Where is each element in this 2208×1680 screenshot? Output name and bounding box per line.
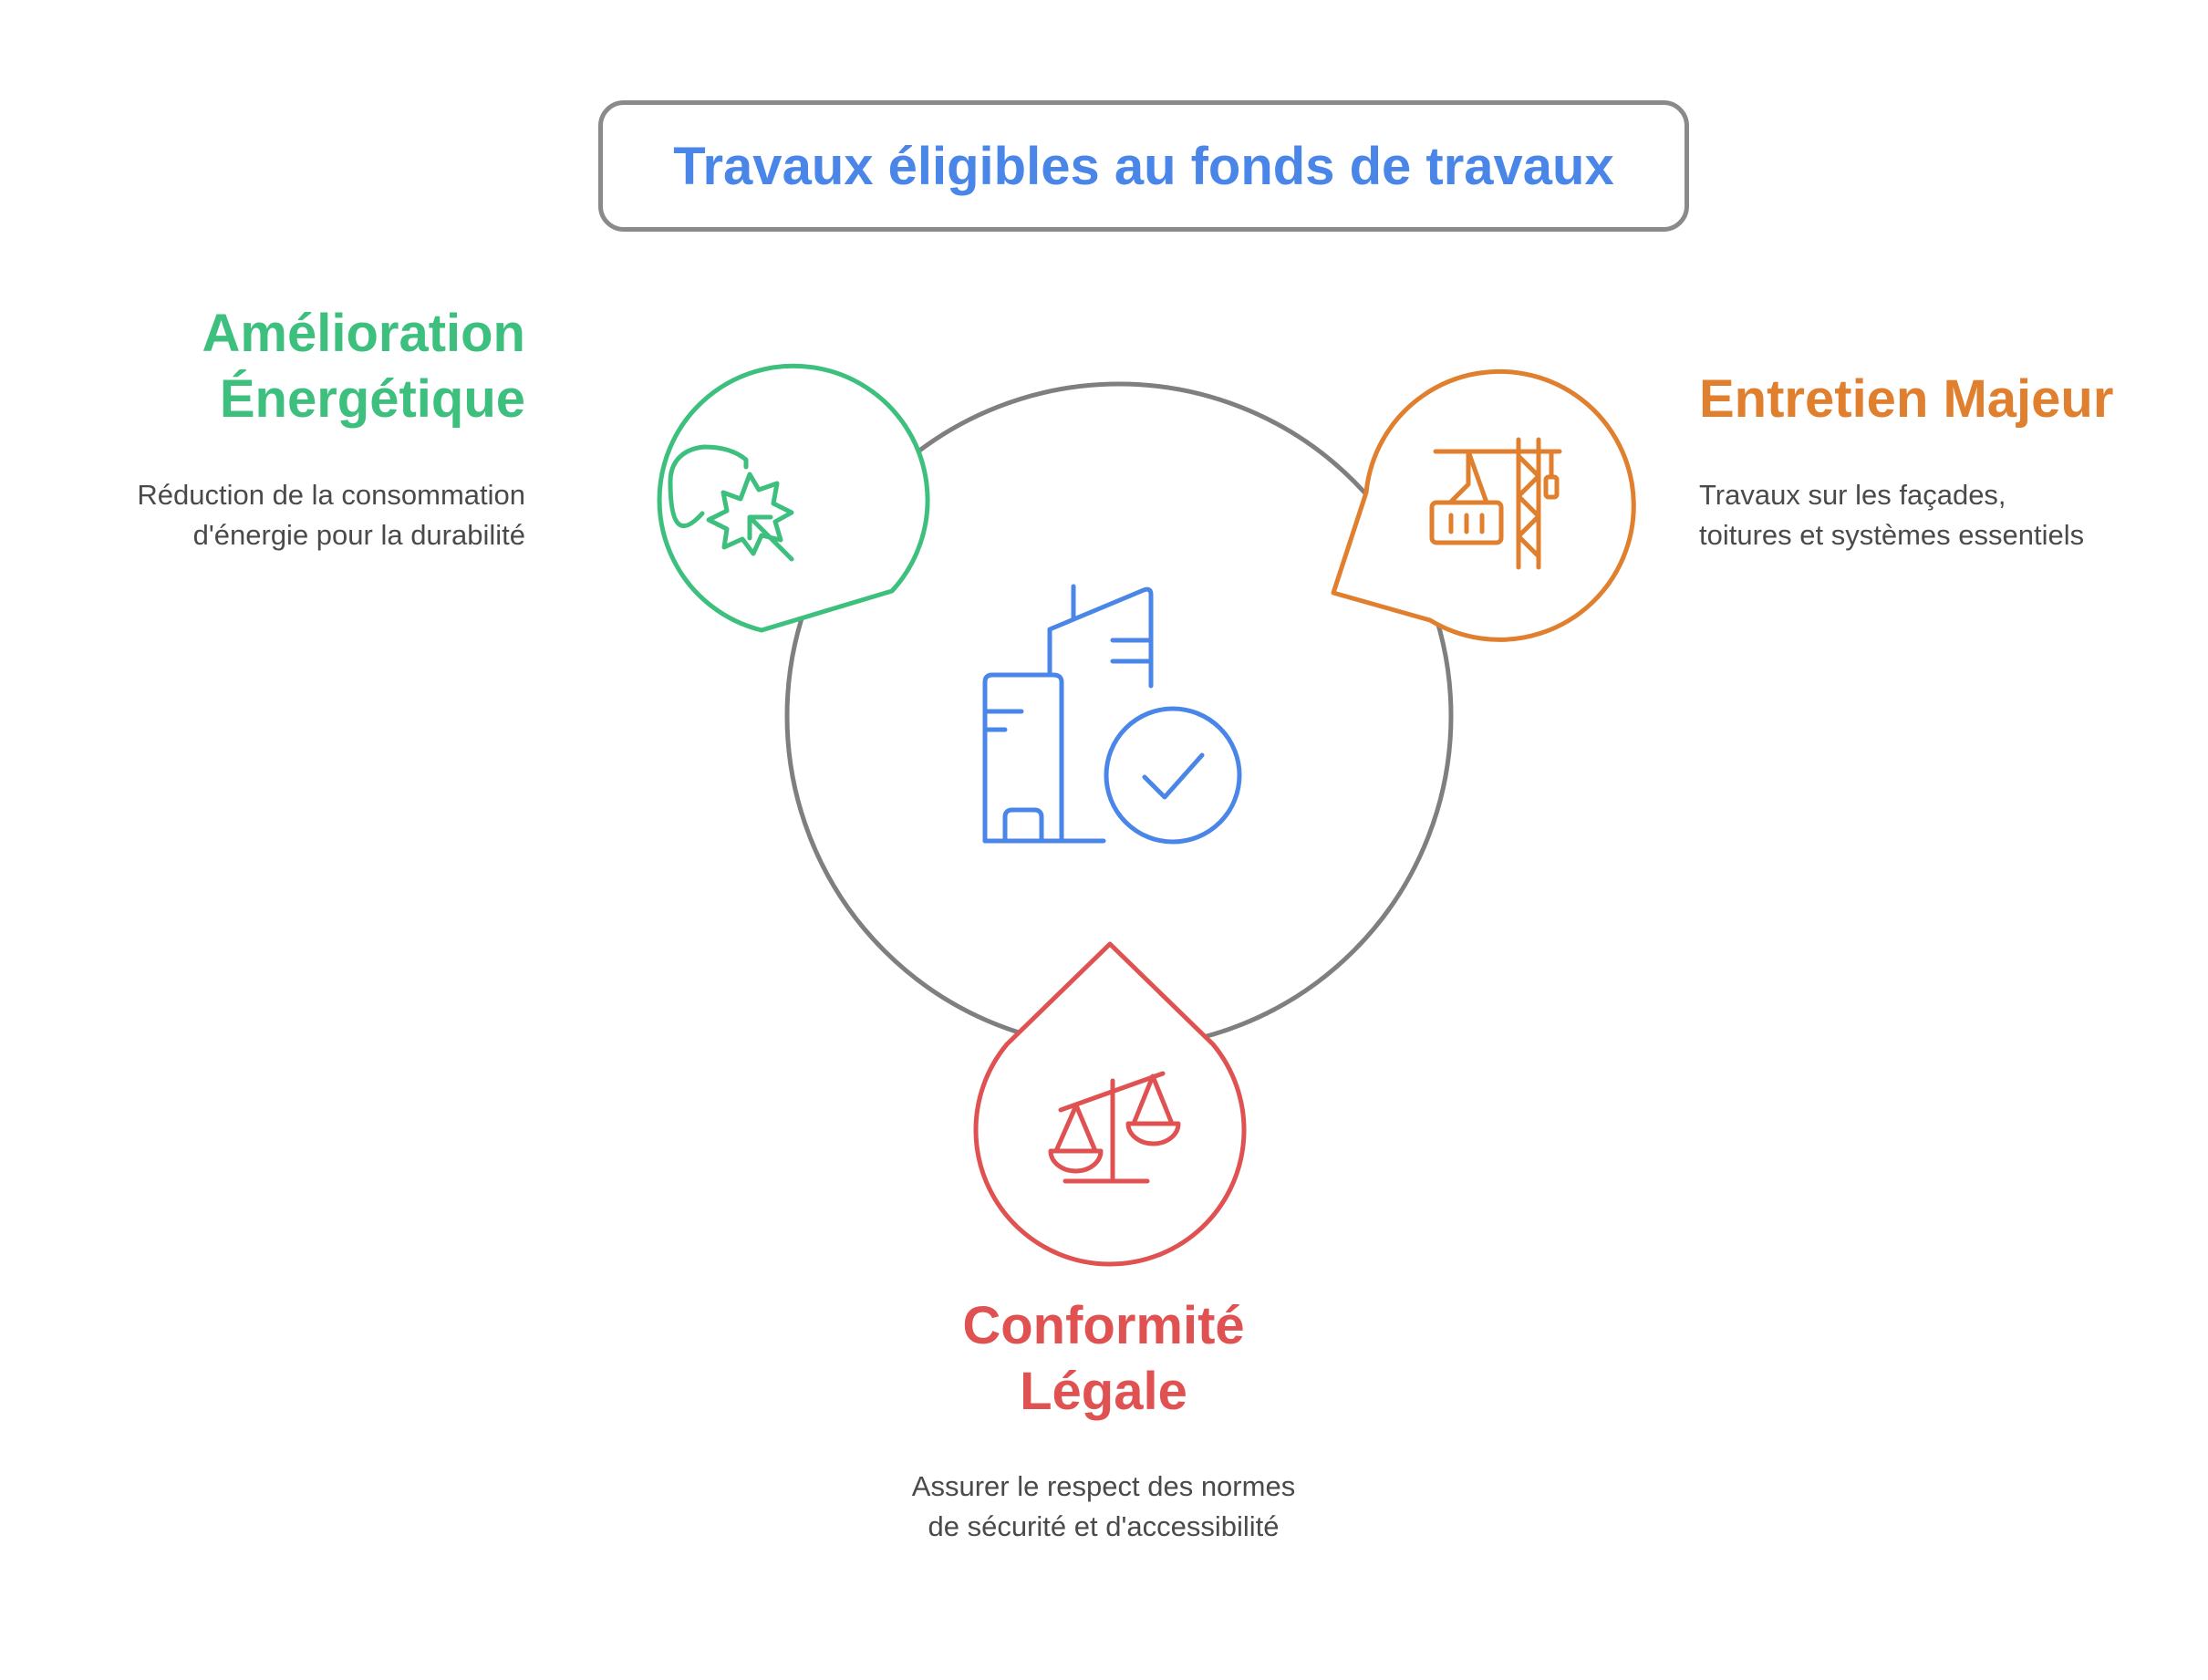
- diagram-title: Travaux éligibles au fonds de travaux: [673, 136, 1614, 196]
- maintenance-description: Travaux sur les façades, toitures et sys…: [1699, 475, 2084, 555]
- title-box: Travaux éligibles au fonds de travaux: [598, 100, 1689, 232]
- maintenance-description-line1: Travaux sur les façades,: [1699, 479, 2006, 511]
- crane-icon: [1429, 437, 1562, 570]
- energy-heading: Amélioration Énergétique: [0, 301, 526, 432]
- energy-description-line1: Réduction de la consommation: [137, 479, 525, 511]
- energy-pin-shape: [657, 363, 930, 633]
- balance-scale-icon: [1048, 1071, 1181, 1184]
- buildings-check-icon: [982, 584, 1242, 845]
- energy-heading-line2: Énergétique: [219, 369, 525, 429]
- maintenance-pin-shape: [1331, 368, 1636, 642]
- compliance-heading-line1: Conformité: [962, 1296, 1245, 1355]
- compliance-heading: Conformité Légale: [830, 1293, 1377, 1425]
- maintenance-description-line2: toitures et systèmes essentiels: [1699, 519, 2085, 551]
- energy-description-line2: d'énergie pour la durabilité: [192, 519, 525, 551]
- compliance-heading-line2: Légale: [1020, 1362, 1187, 1421]
- energy-shield-burst-icon: [668, 444, 794, 562]
- energy-heading-line1: Amélioration: [202, 304, 526, 363]
- energy-node: [657, 363, 930, 633]
- compliance-description-line2: de sécurité et d'accessibilité: [928, 1510, 1280, 1542]
- compliance-pin-shape: [973, 941, 1247, 1267]
- energy-description: Réduction de la consommation d'énergie p…: [0, 475, 525, 555]
- compliance-description: Assurer le respect des normes de sécurit…: [830, 1467, 1377, 1547]
- maintenance-heading: Entretien Majeur: [1699, 369, 2114, 429]
- maintenance-node: [1331, 368, 1636, 642]
- compliance-description-line1: Assurer le respect des normes: [911, 1470, 1296, 1502]
- compliance-node: [973, 941, 1247, 1267]
